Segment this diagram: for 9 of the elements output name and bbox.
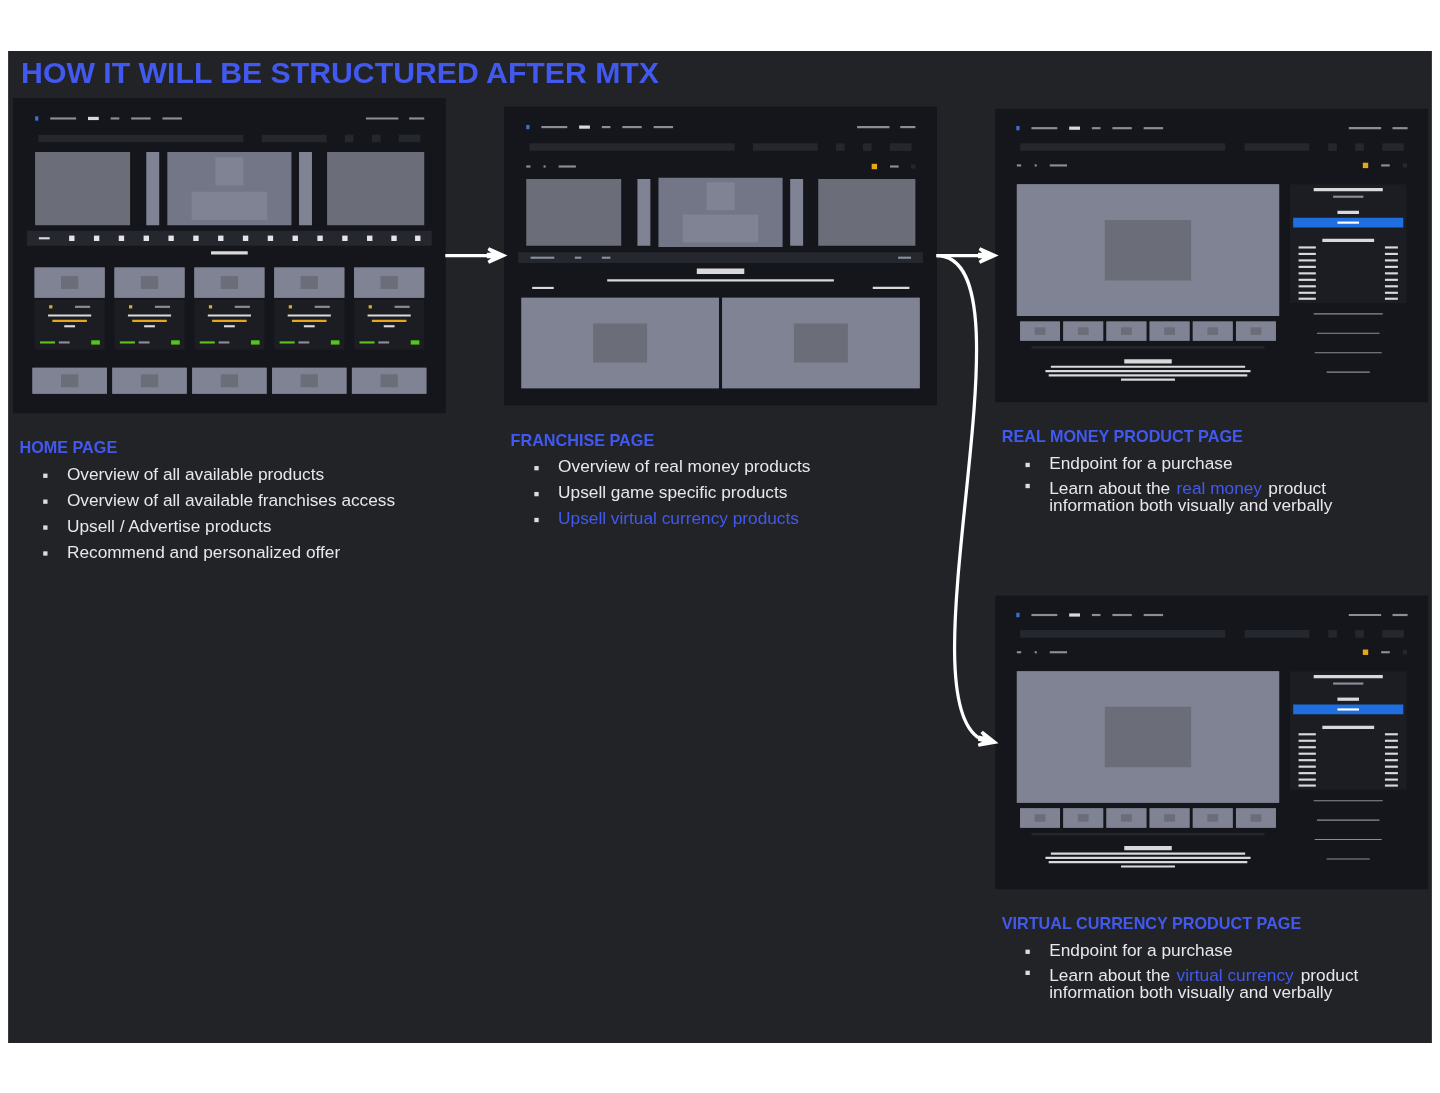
node-label: Upsell / Advertise products [66, 515, 272, 536]
node-label: Overview of all available franchises access [66, 489, 396, 510]
node-label: Overview of real money products [558, 455, 811, 476]
node-label: Overview of all available products [66, 463, 325, 484]
node-label: Endpoint for a purchase [1049, 452, 1233, 473]
diagram-title: HOW IT WILL BE STRUCTURED AFTER MTX [21, 55, 659, 89]
node-label: Endpoint for a purchase [1049, 939, 1233, 960]
node-label: Upsell game specific products [558, 481, 788, 502]
node-label: Recommend and personalized offer [66, 541, 341, 562]
